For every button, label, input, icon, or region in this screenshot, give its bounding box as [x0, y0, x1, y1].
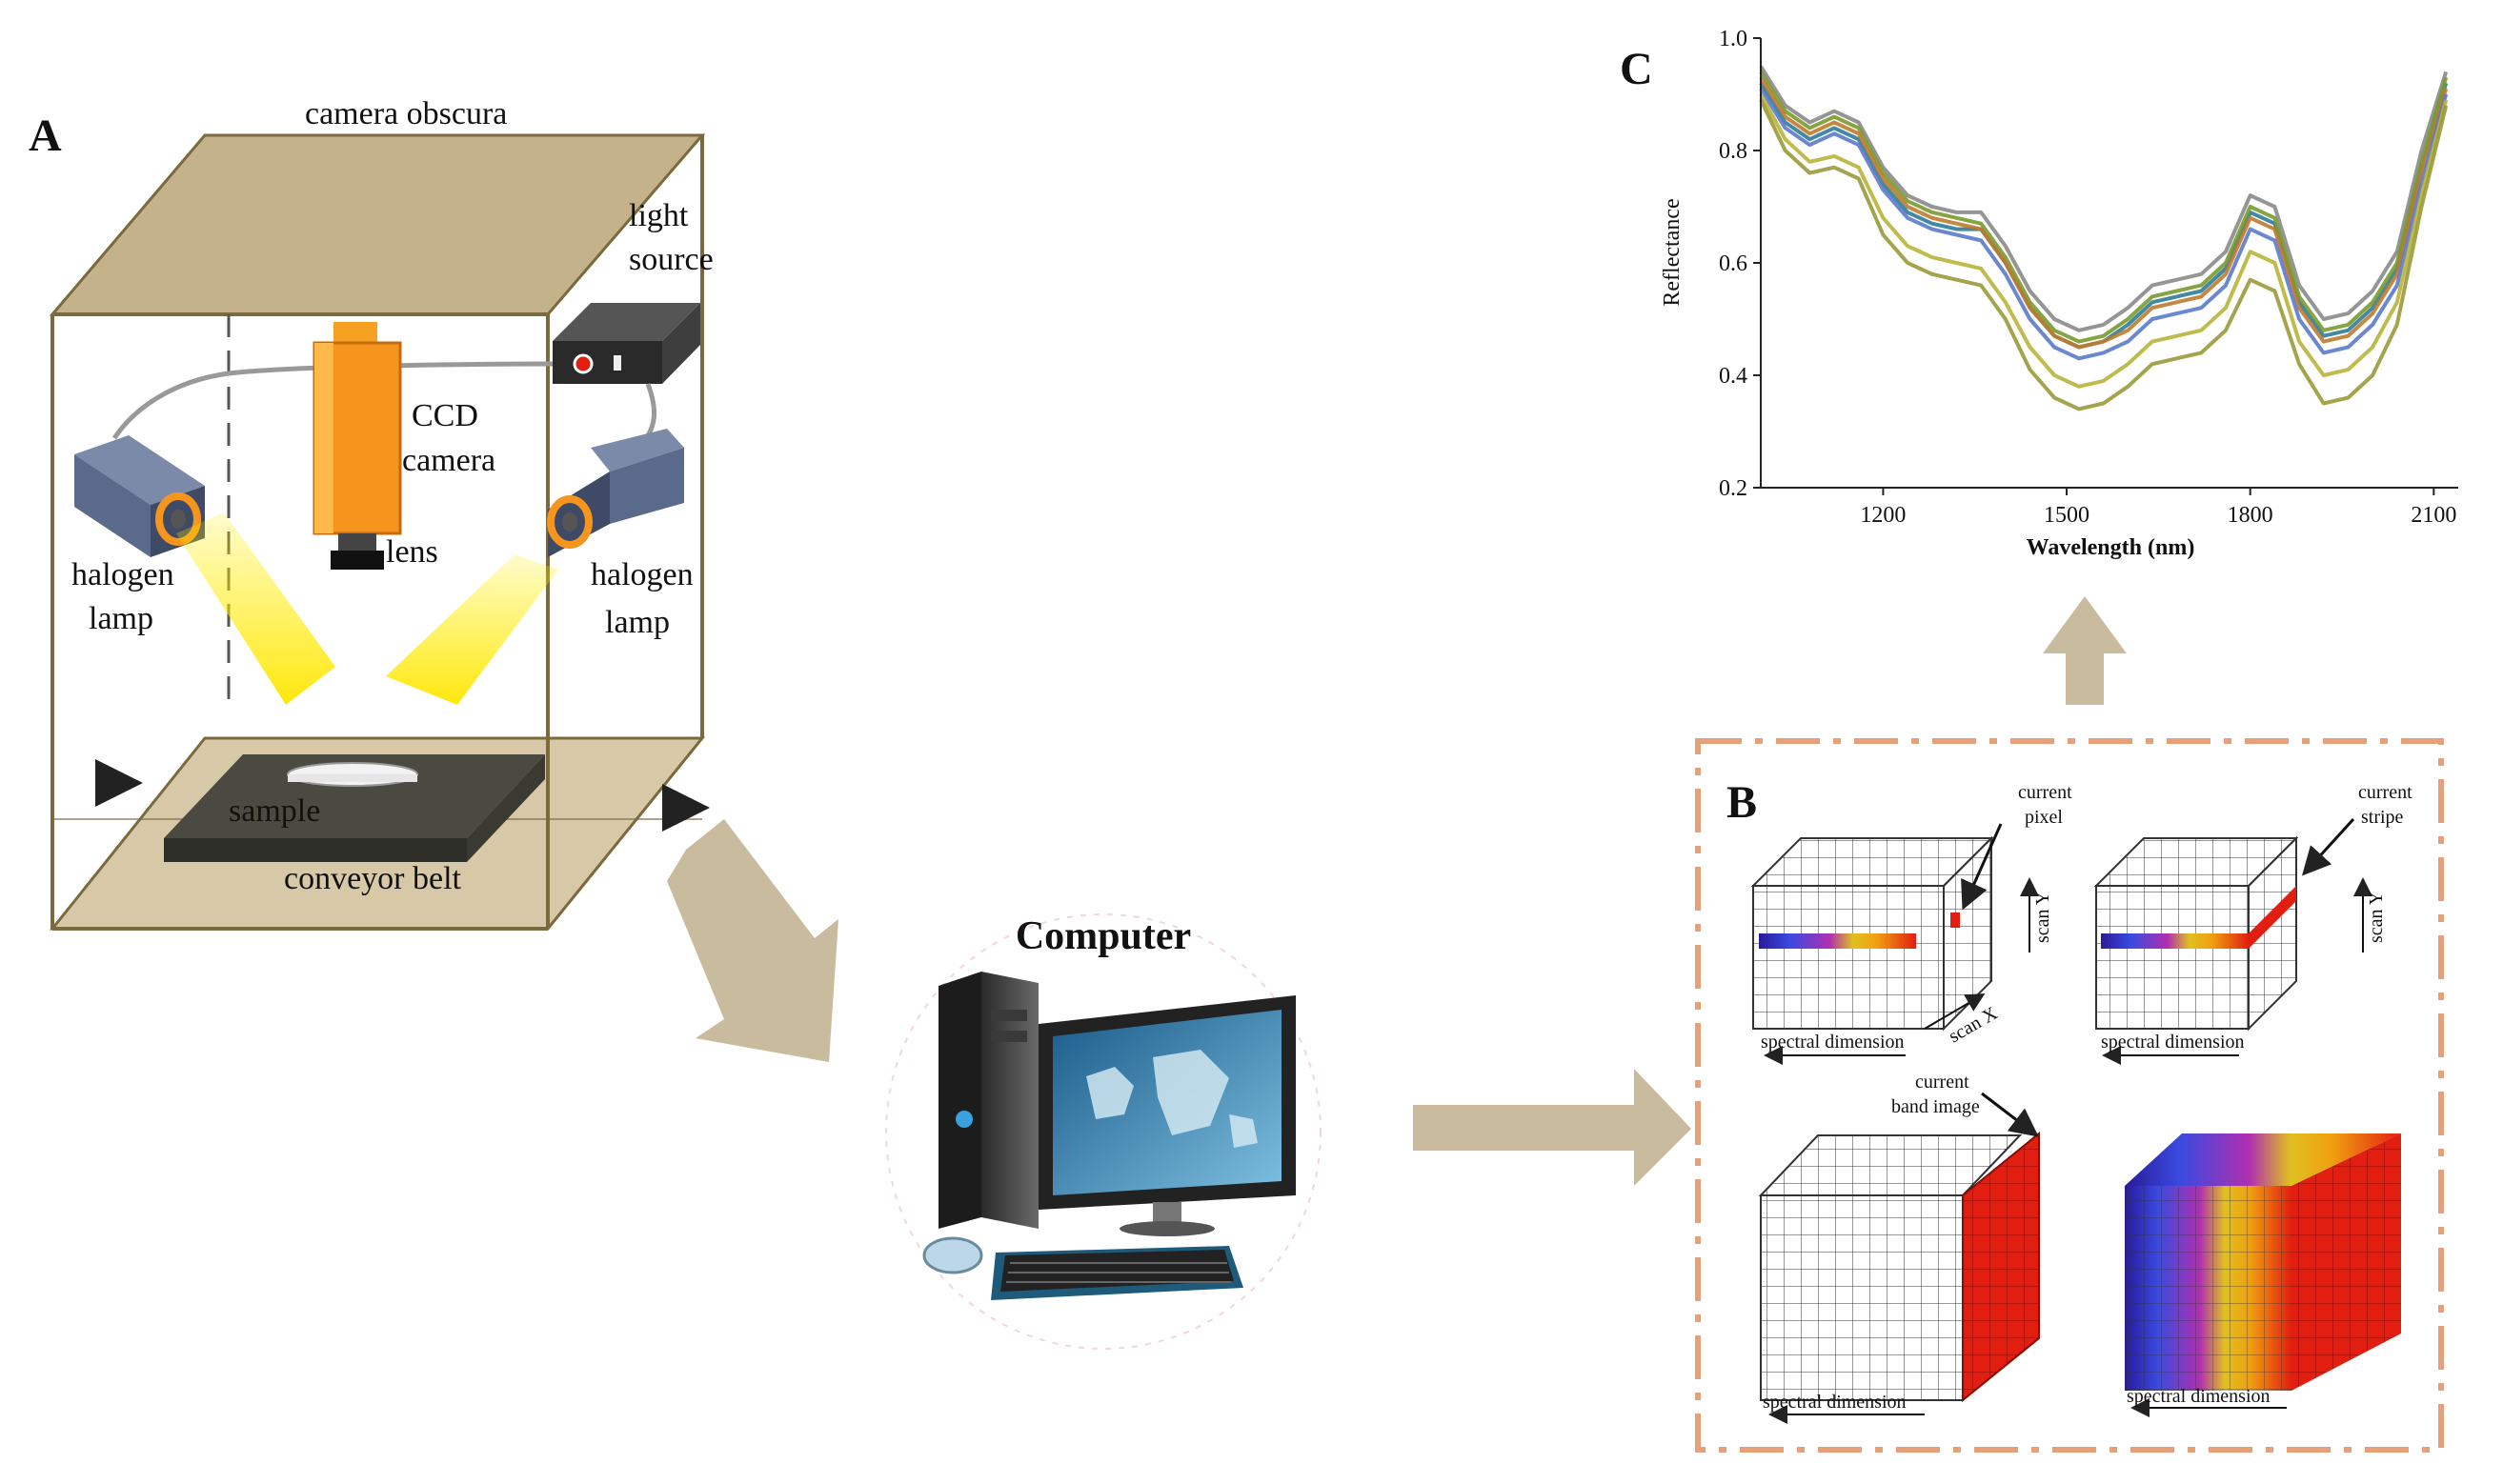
y-axis-title: Reflectance [1660, 198, 1685, 306]
series-line-2 [1759, 82, 2449, 350]
panel-b-hypercubes: B current pixel scan Y scan X spectral d… [1695, 738, 2444, 1453]
series-line-6 [1759, 93, 2449, 389]
halogen-lamp-right-icon [547, 429, 684, 557]
band-label-2: band image [1891, 1096, 1980, 1117]
cube-band [1758, 1092, 2040, 1424]
series-line-4 [1759, 76, 2449, 350]
series-line-7 [1759, 99, 2449, 411]
band-label-1: current [1915, 1072, 1969, 1093]
computer-label: Computer [1016, 914, 1191, 958]
x-tick-label: 1200 [1860, 503, 1906, 528]
arrow-cube-to-spectra [2043, 596, 2127, 705]
y-tick-label: 0.6 [1719, 251, 1747, 276]
series-line-5 [1759, 88, 2449, 361]
spectral-label-2: spectral dimension [2101, 1032, 2245, 1053]
halogen-left-label-1: halogen [71, 557, 174, 592]
x-axis-title: Wavelength (nm) [2027, 535, 2195, 560]
light-beam-right [386, 554, 558, 705]
spectral-label-4: spectral dimension [2127, 1386, 2271, 1407]
ccd-camera-icon [313, 322, 402, 570]
sample-label: sample [229, 793, 320, 829]
panel-b-frame [1695, 738, 2444, 1453]
x-tick-label: 2100 [2411, 503, 2456, 528]
y-tick-label: 0.8 [1719, 139, 1747, 164]
x-tick-label: 1800 [2228, 503, 2273, 528]
axes-layer: 1200 1500 1800 2100 0.2 0.4 0.6 0.8 1.0 [1719, 27, 2458, 528]
conveyor-belt [164, 754, 545, 862]
light-label-2: source [629, 242, 714, 277]
panel-c-chart: C 1200 1500 1800 2100 0.2 0.4 0.6 0.8 1.0 Wavele… [1620, 27, 2458, 560]
stripe-label-1: current [2358, 782, 2412, 803]
y-tick-label: 1.0 [1719, 27, 1747, 51]
camera-obscura-label: camera obscura [305, 96, 507, 131]
panel-a-setup: A camera obscura light source [29, 96, 714, 931]
computer-group: Computer [885, 913, 1322, 1350]
spectral-label-1: spectral dimension [1761, 1032, 1905, 1053]
pixel-label-1: current [2018, 782, 2072, 803]
keyboard-icon [991, 1246, 1243, 1300]
halogen-right-label-2: lamp [605, 605, 670, 640]
ccd-label-1: CCD [412, 398, 478, 433]
arrow-computer-to-cube [1413, 1069, 1691, 1186]
panel-c-label: C [1620, 44, 1653, 94]
cube-stripe [2093, 817, 2372, 1065]
cube-full [2125, 1133, 2401, 1417]
light-beam-left [176, 512, 335, 705]
cable-left [111, 361, 554, 440]
arrow-setup-to-computer [667, 819, 838, 1062]
halogen-left-label-2: lamp [89, 601, 153, 636]
light-source-icon [553, 303, 700, 384]
pixel-label-2: pixel [2025, 807, 2063, 828]
stripe-label-2: stripe [2361, 807, 2404, 828]
conveyor-label: conveyor belt [284, 861, 462, 896]
spectral-label-3: spectral dimension [1763, 1392, 1907, 1413]
series-line-3 [1759, 70, 2449, 344]
y-tick-label: 0.4 [1719, 364, 1747, 389]
scan-y-label-1: scan Y [2032, 892, 2053, 943]
panel-a-label: A [29, 110, 62, 161]
light-label-1: light [629, 198, 689, 233]
lens-label: lens [386, 534, 438, 570]
x-tick-label: 1500 [2044, 503, 2089, 528]
scan-y-label-2: scan Y [2366, 892, 2387, 943]
ccd-label-2: camera [402, 443, 495, 478]
halogen-lamp-left-icon [74, 435, 205, 557]
panel-b-label: B [1726, 777, 1757, 828]
series-layer [1759, 65, 2449, 411]
cube-pixel [1750, 823, 2039, 1065]
mouse-icon [922, 1236, 983, 1274]
series-line-1 [1759, 65, 2449, 332]
halogen-right-label-1: halogen [591, 557, 694, 592]
monitor-icon [1039, 995, 1296, 1236]
y-tick-label: 0.2 [1719, 476, 1747, 501]
computer-tower-icon [939, 972, 1039, 1229]
